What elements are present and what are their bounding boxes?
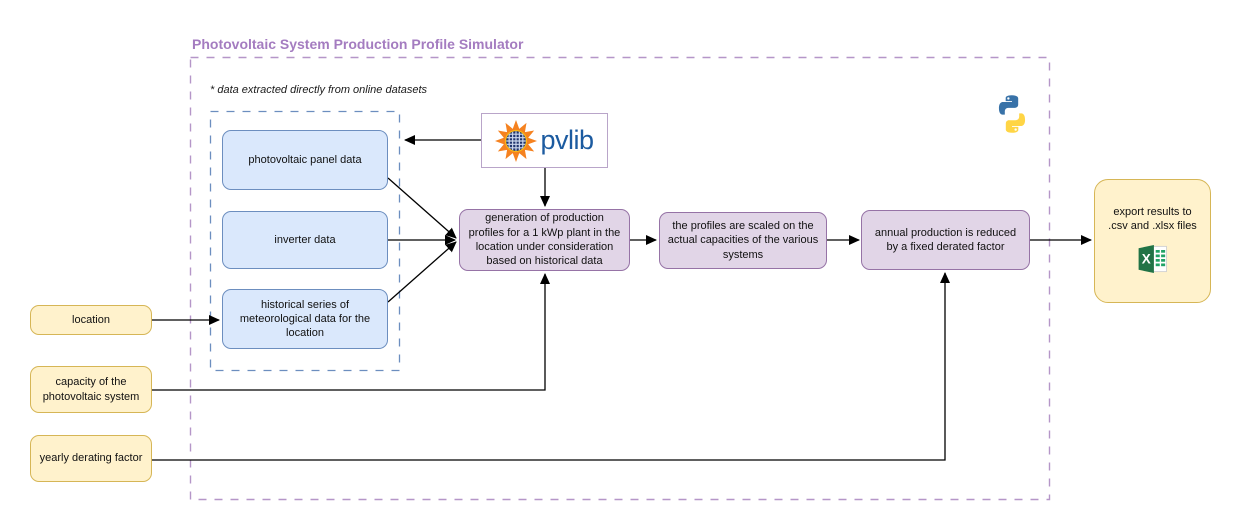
arrow-derating-to-annual xyxy=(152,272,950,461)
node-historical-meteo-data: historical series of meteorological data… xyxy=(222,289,388,349)
node-label: photovoltaic panel data xyxy=(248,153,362,166)
node-input-location: location xyxy=(30,305,152,335)
arrow-historical-to-generation xyxy=(387,241,457,303)
datasets-note: * data extracted directly from online da… xyxy=(210,84,428,96)
node-photovoltaic-panel-data: photovoltaic panel data xyxy=(222,130,388,190)
python-icon xyxy=(998,95,1026,133)
node-label: the profiles are scaled on the actual ca… xyxy=(667,220,819,261)
node-label: capacity of the photovoltaic system xyxy=(42,376,140,403)
node-profile-scaling: the profiles are scaled on the actual ca… xyxy=(659,212,827,269)
excel-icon: X xyxy=(1138,245,1167,274)
pvlib-wordmark: pvlib xyxy=(540,125,594,155)
node-label: yearly derating factor xyxy=(39,452,143,465)
node-inverter-data: inverter data xyxy=(222,211,388,269)
node-label: historical series of meteorological data… xyxy=(239,298,371,340)
node-input-capacity: capacity of the photovoltaic system xyxy=(30,366,152,413)
arrow-panel-data-to-generation xyxy=(387,177,457,239)
simulator-container-border xyxy=(189,56,1051,501)
node-derated-production: annual production is reduced by a fixed … xyxy=(861,210,1030,270)
arrow-capacity-to-generation xyxy=(152,273,550,391)
node-label: annual production is reduced by a fixed … xyxy=(874,226,1017,253)
node-label: generation of production profiles for a … xyxy=(468,212,621,268)
svg-text:X: X xyxy=(1141,252,1150,267)
node-generation-profiles: generation of production profiles for a … xyxy=(459,209,630,271)
node-label: inverter data xyxy=(274,233,336,246)
node-label: location xyxy=(72,313,110,326)
node-label: export results to .csv and .xlsx files xyxy=(1108,205,1197,232)
node-output-export: export results to .csv and .xlsx files X xyxy=(1094,179,1211,303)
node-input-derating-factor: yearly derating factor xyxy=(30,435,152,482)
diagram-title: Photovoltaic System Production Profile S… xyxy=(192,36,524,52)
pvlib-sun-icon xyxy=(495,119,538,162)
pvlib-logo-box: pvlib xyxy=(481,113,608,168)
